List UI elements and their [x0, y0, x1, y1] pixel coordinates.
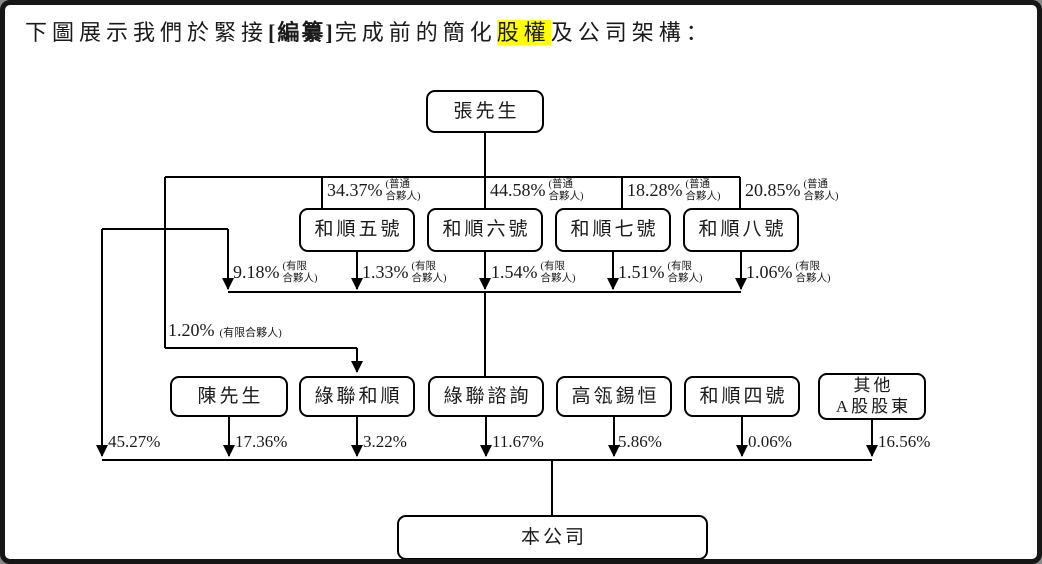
- title-middle: 完成前的簡化: [334, 20, 497, 45]
- lp-pct-4-value: 1.51%: [618, 262, 665, 282]
- lp-pct-single-note: (有限合夥人): [219, 327, 282, 339]
- connector-lines: [96, 133, 878, 516]
- direct-pct-gaoling: 5.86%: [618, 432, 662, 451]
- lp-pct-single: 1.20% (有限合夥人): [168, 320, 282, 341]
- lp-pct-3: 1.54% (有限 合夥人): [491, 261, 576, 285]
- node-company: 本公司: [397, 515, 708, 559]
- node-heshun4: 和順四號: [684, 376, 800, 417]
- lp-note-5: (有限 合夥人): [795, 261, 831, 284]
- lp-note-1: (有限 合夥人): [282, 261, 318, 284]
- node-mr-chen-label: 陳先生: [197, 385, 264, 407]
- node-heshun8-label: 和順八號: [698, 219, 787, 241]
- node-mr-zhang: 張先生: [426, 90, 544, 133]
- lp-pct-single-value: 1.20%: [168, 320, 215, 340]
- direct-pct-zhang: 45.27%: [108, 432, 161, 451]
- node-heshun7: 和順七號: [555, 208, 671, 252]
- diagram-title: 下圖展示我們於緊接[編纂]完成前的簡化股權及公司架構：: [25, 15, 713, 47]
- gp-pct-heshun8: 20.85% (普通 合夥人): [745, 179, 839, 203]
- gp-pct-heshun7: 18.28% (普通 合夥人): [627, 179, 721, 203]
- plain-connectors: [102, 133, 872, 516]
- direct-pct-lvlian-heshun: 3.22%: [363, 432, 407, 451]
- gp-pct-heshun6: 44.58% (普通 合夥人): [490, 179, 584, 203]
- direct-pct-lvlian-zixun: 11.67%: [492, 432, 544, 451]
- node-heshun4-label: 和順四號: [699, 385, 788, 407]
- gp-pct-heshun5: 34.37% (普通 合夥人): [327, 179, 421, 203]
- node-other-a-share-holders: 其他 A股股東: [818, 373, 926, 420]
- node-heshun6-label: 和順六號: [442, 219, 531, 241]
- node-gaoling-xiheng-label: 高瓴錫恒: [571, 385, 660, 407]
- title-suffix: 及公司架構：: [550, 20, 713, 45]
- lp-pct-2: 1.33% (有限 合夥人): [362, 261, 447, 285]
- title-bracket-left: [: [268, 20, 278, 45]
- node-heshun7-label: 和順七號: [570, 219, 659, 241]
- node-lvlian-zixun: 綠聯諮詢: [428, 376, 544, 417]
- node-gaoling-xiheng: 高瓴錫恒: [556, 376, 672, 417]
- gp-note-heshun6: (普通 合夥人): [548, 179, 584, 202]
- node-heshun6: 和順六號: [427, 208, 543, 252]
- title-redacted-term: 編纂: [277, 20, 326, 45]
- gp-note-heshun7: (普通 合夥人): [685, 179, 721, 202]
- node-other-line1: 其他: [853, 376, 894, 396]
- node-lvlian-zixun-label: 綠聯諮詢: [443, 385, 532, 407]
- title-bracket-right: ]: [325, 20, 335, 45]
- lp-pct-5-value: 1.06%: [746, 262, 793, 282]
- gp-pct-heshun7-value: 18.28%: [627, 180, 683, 200]
- direct-pct-other: 16.56%: [878, 432, 931, 451]
- lp-note-4: (有限 合夥人): [667, 261, 703, 284]
- node-company-label: 本公司: [520, 526, 587, 548]
- title-highlighted-term: 股權: [496, 20, 551, 45]
- gp-pct-heshun8-value: 20.85%: [745, 180, 801, 200]
- node-lvlian-heshun-label: 綠聯和順: [314, 385, 403, 407]
- gp-note-heshun5: (普通 合夥人): [385, 179, 421, 202]
- gp-note-heshun8: (普通 合夥人): [803, 179, 839, 202]
- lp-pct-2-value: 1.33%: [362, 262, 409, 282]
- title-prefix: 下圖展示我們於緊接: [25, 20, 269, 45]
- lp-pct-4: 1.51% (有限 合夥人): [618, 261, 703, 285]
- gp-pct-heshun5-value: 34.37%: [327, 180, 383, 200]
- lp-pct-5: 1.06% (有限 合夥人): [746, 261, 831, 285]
- node-lvlian-heshun: 綠聯和順: [299, 376, 415, 417]
- lp-note-3: (有限 合夥人): [540, 261, 576, 284]
- node-heshun8: 和順八號: [683, 208, 799, 252]
- direct-pct-chen: 17.36%: [235, 432, 288, 451]
- lp-note-2: (有限 合夥人): [411, 261, 447, 284]
- gp-pct-heshun6-value: 44.58%: [490, 180, 546, 200]
- node-mr-chen: 陳先生: [170, 376, 288, 417]
- node-heshun5: 和順五號: [299, 208, 415, 252]
- node-mr-zhang-label: 張先生: [453, 100, 520, 122]
- node-heshun5-label: 和順五號: [314, 219, 403, 241]
- lp-pct-3-value: 1.54%: [491, 262, 538, 282]
- direct-pct-heshun4: 0.06%: [748, 432, 792, 451]
- lp-pct-1-value: 9.18%: [233, 262, 280, 282]
- node-other-line2: A股股東: [835, 396, 912, 416]
- lp-pct-1: 9.18% (有限 合夥人): [233, 261, 318, 285]
